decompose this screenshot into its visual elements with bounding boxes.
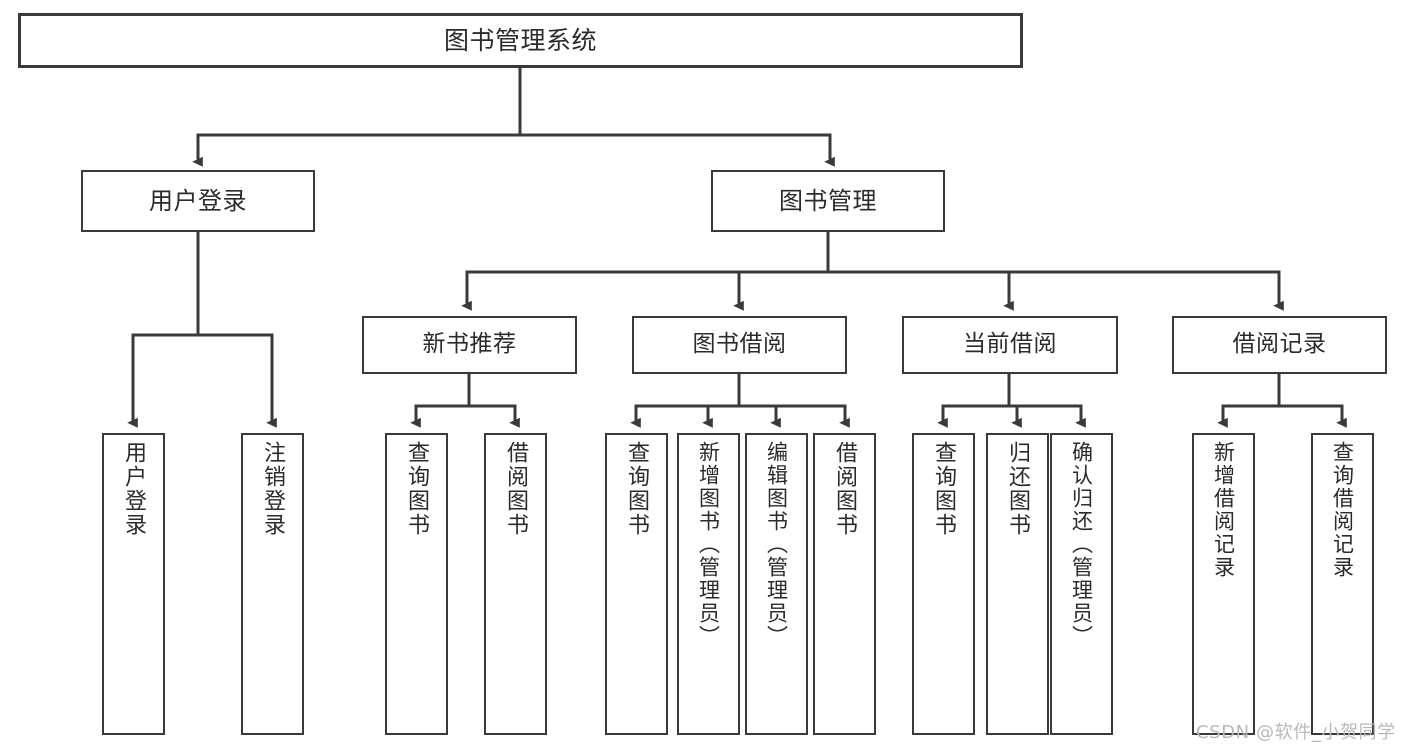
node-leaf-query-book-2-label: 查询图书 <box>624 441 650 537</box>
node-leaf-query-record-label: 查询借阅记录 <box>1330 441 1355 579</box>
node-leaf-user-login-label: 用户登录 <box>121 441 147 537</box>
node-leaf-confirm-return[interactable]: 确认归还（管理员） <box>1050 433 1113 735</box>
node-leaf-confirm-return-label: 确认归还（管理员） <box>1069 441 1094 648</box>
node-leaf-query-book-2[interactable]: 查询图书 <box>605 433 668 735</box>
node-leaf-borrow-book-1[interactable]: 借阅图书 <box>484 433 547 735</box>
node-leaf-return-book-label: 归还图书 <box>1005 441 1031 537</box>
node-leaf-query-book-3[interactable]: 查询图书 <box>912 433 975 735</box>
node-new-book-recommend[interactable]: 新书推荐 <box>362 316 577 374</box>
node-leaf-borrow-book-2[interactable]: 借阅图书 <box>813 433 876 735</box>
node-leaf-edit-book[interactable]: 编辑图书（管理员） <box>745 433 808 735</box>
node-book-borrow[interactable]: 图书借阅 <box>632 316 847 374</box>
node-root[interactable]: 图书管理系统 <box>18 13 1023 68</box>
node-leaf-borrow-book-1-label: 借阅图书 <box>503 441 529 537</box>
node-book-manage-label: 图书管理 <box>779 186 877 215</box>
watermark-text: CSDN @软件_小贺同学 <box>1196 722 1396 743</box>
node-leaf-query-book-3-label: 查询图书 <box>931 441 957 537</box>
node-leaf-add-book-label: 新增图书（管理员） <box>696 441 721 648</box>
node-leaf-logout-login-label: 注销登录 <box>260 441 286 537</box>
node-current-borrow[interactable]: 当前借阅 <box>902 316 1118 374</box>
node-leaf-logout-login[interactable]: 注销登录 <box>241 433 304 735</box>
node-leaf-add-record-label: 新增借阅记录 <box>1211 441 1236 579</box>
node-leaf-add-book[interactable]: 新增图书（管理员） <box>677 433 740 735</box>
node-book-manage[interactable]: 图书管理 <box>711 170 945 232</box>
node-book-borrow-label: 图书借阅 <box>692 331 787 358</box>
node-borrow-record[interactable]: 借阅记录 <box>1172 316 1387 374</box>
node-leaf-query-book-1-label: 查询图书 <box>404 441 430 537</box>
node-leaf-add-record[interactable]: 新增借阅记录 <box>1192 433 1255 735</box>
node-leaf-query-record[interactable]: 查询借阅记录 <box>1311 433 1374 735</box>
node-leaf-borrow-book-2-label: 借阅图书 <box>832 441 858 537</box>
node-current-borrow-label: 当前借阅 <box>963 331 1057 358</box>
node-root-label: 图书管理系统 <box>443 25 597 55</box>
node-borrow-record-label: 借阅记录 <box>1232 331 1327 358</box>
node-leaf-user-login[interactable]: 用户登录 <box>102 433 165 735</box>
node-leaf-return-book[interactable]: 归还图书 <box>986 433 1049 735</box>
node-leaf-edit-book-label: 编辑图书（管理员） <box>764 441 789 648</box>
node-user-login[interactable]: 用户登录 <box>81 170 315 232</box>
node-leaf-query-book-1[interactable]: 查询图书 <box>385 433 448 735</box>
node-user-login-label: 用户登录 <box>149 186 247 215</box>
node-new-book-recommend-label: 新书推荐 <box>422 331 517 358</box>
